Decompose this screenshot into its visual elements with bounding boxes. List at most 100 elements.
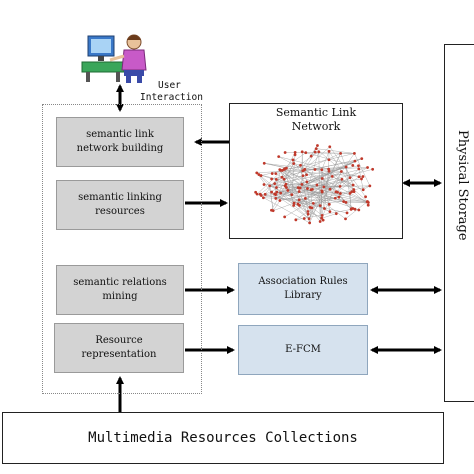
network-node xyxy=(327,167,331,171)
network-edge xyxy=(332,176,354,190)
network-building-line1: semantic link xyxy=(86,129,154,140)
network-node xyxy=(328,145,332,149)
network-node xyxy=(292,201,296,205)
network-node xyxy=(320,214,324,217)
network-node xyxy=(299,163,302,167)
network-edge xyxy=(264,163,330,172)
network-node xyxy=(353,159,357,163)
network-node xyxy=(357,208,361,212)
network-node xyxy=(333,196,337,200)
network-edge xyxy=(323,184,354,188)
network-edge xyxy=(321,151,330,170)
network-node xyxy=(282,177,286,181)
network-edge xyxy=(304,151,316,171)
network-edge xyxy=(310,189,347,203)
network-node xyxy=(306,187,309,190)
association-rules-line2: Library xyxy=(284,290,322,301)
resource-representation-box: Resource representation xyxy=(54,323,184,373)
network-node xyxy=(366,200,369,203)
network-edge xyxy=(304,146,330,170)
network-node xyxy=(313,168,317,171)
network-node xyxy=(352,190,356,193)
user-interaction-label: User Interaction xyxy=(140,80,220,104)
network-edge xyxy=(287,190,336,199)
network-edge xyxy=(299,191,323,201)
network-node xyxy=(361,175,365,178)
network-node xyxy=(285,166,288,170)
network-node xyxy=(334,212,338,216)
network-node xyxy=(301,169,305,173)
computer-user-icon xyxy=(80,32,156,84)
network-node xyxy=(338,192,342,195)
network-node xyxy=(320,189,324,193)
network-node xyxy=(328,210,332,214)
multimedia-collections-label: Multimedia Resources Collections xyxy=(88,430,358,446)
linking-resources-box: semantic linking resources xyxy=(56,180,184,230)
network-node xyxy=(366,203,370,207)
network-node xyxy=(353,207,357,211)
network-node xyxy=(293,151,297,154)
network-edge xyxy=(274,193,368,202)
network-edge xyxy=(263,197,369,203)
network-node xyxy=(353,152,356,155)
physical-storage-label: Physical Storage xyxy=(455,130,470,241)
network-node xyxy=(317,150,321,154)
network-node xyxy=(282,167,286,171)
network-edge xyxy=(287,158,362,191)
network-node xyxy=(268,184,272,188)
network-node xyxy=(322,185,326,189)
network-node xyxy=(274,178,278,181)
network-node xyxy=(309,154,313,158)
network-edge xyxy=(354,153,371,186)
network-node xyxy=(344,165,348,169)
network-node xyxy=(291,158,295,162)
network-node xyxy=(320,168,324,172)
network-node xyxy=(349,207,353,211)
network-edge xyxy=(323,179,343,188)
network-node xyxy=(290,193,294,197)
resource-representation-line1: Resource xyxy=(95,335,143,346)
network-edge xyxy=(257,193,310,224)
network-node xyxy=(278,199,282,202)
network-node xyxy=(270,172,274,175)
network-node xyxy=(292,162,296,165)
network-node xyxy=(274,172,278,176)
network-node xyxy=(270,177,274,181)
association-rules-line1: Association Rules xyxy=(258,276,348,287)
semantic-link-network-box: Semantic Link Network xyxy=(229,103,403,239)
network-node xyxy=(257,173,261,176)
network-edge xyxy=(260,177,283,195)
network-edge xyxy=(301,184,331,190)
network-edge xyxy=(291,154,296,195)
network-node xyxy=(330,175,334,178)
network-node xyxy=(368,184,372,188)
network-node xyxy=(364,195,367,199)
network-edge xyxy=(269,151,319,186)
network-node xyxy=(308,206,312,209)
network-node xyxy=(351,163,355,167)
network-edge xyxy=(302,151,353,166)
network-node xyxy=(327,150,331,153)
network-node xyxy=(261,196,265,200)
network-node xyxy=(339,170,343,173)
network-node xyxy=(309,188,313,192)
physical-storage-box xyxy=(444,44,474,402)
network-node xyxy=(306,212,310,216)
network-edge xyxy=(316,148,355,154)
user-interaction-line1: User xyxy=(158,80,181,91)
network-node xyxy=(296,202,300,206)
network-edge xyxy=(284,168,294,206)
network-node xyxy=(313,150,317,154)
network-node xyxy=(306,210,310,213)
sln-title-line2: Network xyxy=(291,120,341,133)
network-edge xyxy=(316,148,351,178)
network-edge xyxy=(284,168,310,219)
network-node xyxy=(361,188,365,192)
network-node xyxy=(338,185,342,188)
network-node xyxy=(337,195,341,199)
network-edge xyxy=(310,186,341,191)
network-node xyxy=(280,175,284,179)
network-edge xyxy=(300,169,373,189)
network-node xyxy=(304,151,308,155)
